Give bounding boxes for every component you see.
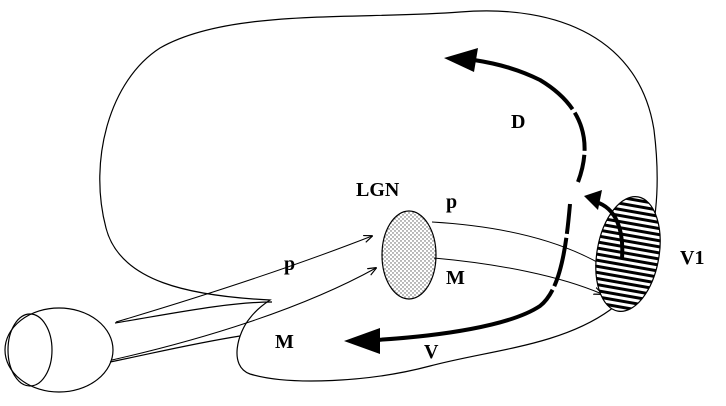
label-m-lgn: M — [446, 267, 465, 289]
label-m-retina: M — [275, 331, 294, 353]
v1-area — [595, 196, 661, 312]
lgn-nucleus — [381, 210, 437, 300]
dorsal-stream-short-arrowhead — [584, 190, 602, 210]
eye-cornea — [7, 313, 53, 387]
label-p-retina: p — [284, 253, 295, 275]
ventral-stream-arrowhead — [344, 328, 380, 354]
label-dorsal: D — [511, 111, 525, 133]
p-pathway-lgn-to-v1 — [431, 221, 604, 266]
dorsal-stream-short-arrow — [595, 200, 625, 259]
label-p-lgn: p — [446, 191, 457, 213]
eyeball — [4, 307, 114, 393]
optic-nerve-bottom — [109, 335, 241, 363]
m-pathway-lgn-to-v1 — [433, 257, 602, 294]
brain-outline — [99, 10, 658, 382]
optic-nerve-top — [114, 301, 273, 324]
label-v1: V1 — [680, 247, 704, 269]
m-pathway-retina-to-lgn — [111, 268, 376, 361]
dorsal-stream-arrow — [473, 58, 587, 183]
ventral-stream-arrow — [375, 203, 572, 342]
label-lgn: LGN — [356, 179, 400, 201]
label-ventral: V — [424, 341, 439, 363]
eye — [4, 301, 273, 393]
p-pathway-retina-to-lgn — [115, 236, 372, 323]
dorsal-stream-arrowhead — [444, 48, 478, 72]
